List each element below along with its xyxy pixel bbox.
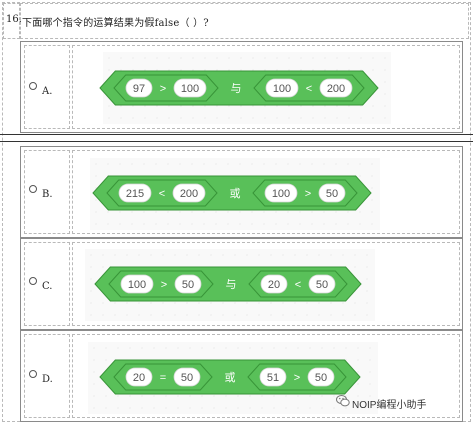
option-d-left-operand-a-pill [125,367,153,387]
option-d-left-operator: = [160,372,166,384]
option-d-right-operand-a-value: 51 [267,372,279,384]
option-c-right-operand-b-pill [308,274,336,294]
option-c-right-operand-b-value: 50 [316,279,328,291]
question-number-cell [3,3,20,39]
option-c-radio[interactable] [29,277,37,285]
option-d-left-operand-b-value: 50 [181,372,193,384]
option-a-content-cell [72,45,460,129]
wechat-icon [336,395,350,407]
option-b-label: B. [42,189,53,200]
option-d-label: D. [42,374,53,385]
option-d-content-cell [72,334,460,418]
option-a-connector: 与 [231,82,242,95]
option-b-connector: 或 [230,187,241,200]
option-c-label-cell [24,242,70,326]
option-c-row [20,238,463,330]
option-a-left-operand-b-pill [173,78,207,98]
question-text-cell [20,3,469,39]
option-c-right-operand-a-pill [260,274,288,294]
option-d-left-operand-b-pill [173,367,201,387]
option-a-label: A. [42,86,53,97]
option-b-left-operand-a-pill [118,183,152,203]
option-b-left-operand-a-value: 215 [126,188,144,200]
option-b-label-cell [24,150,70,234]
option-c-label: C. [42,281,53,292]
option-d-right-operand-a-pill [259,367,287,387]
option-c-right-operator: < [295,279,301,291]
option-a-left-operator: > [160,83,166,95]
option-b-right-operand-a-pill [264,183,298,203]
option-b-radio[interactable] [29,185,37,193]
option-b-right-operand-b-pill [318,183,346,203]
option-a-right-operator: < [306,83,312,95]
option-d-row [20,330,463,422]
option-c-content-cell [72,242,460,326]
option-c-left-operand-b-value: 50 [182,279,194,291]
option-d-connector: 或 [225,371,236,384]
option-b-right-operator: > [305,188,311,200]
option-b-left-operator: < [159,188,165,200]
question-number: 16. [6,14,22,25]
option-c-left-operator: > [161,279,167,291]
option-d-left-operand-a-value: 20 [133,372,145,384]
option-a-left-operand-b-value: 100 [181,83,199,95]
option-a-left-operand-a-pill [125,78,153,98]
option-b-left-operand-b-pill [172,183,206,203]
option-c-connector: 与 [226,278,237,291]
option-c-left-operand-b-pill [174,274,202,294]
option-c-left-operand-a-pill [120,274,154,294]
option-c-right-operand-a-value: 20 [268,279,280,291]
option-a-label-cell [24,45,70,129]
option-b-row [20,146,463,238]
question-text: 下面哪个指令的运算结果为假false（ ）? [22,18,209,29]
option-d-radio[interactable] [29,370,37,378]
option-d-right-operator: > [294,372,300,384]
option-a-right-operand-b-value: 200 [327,83,345,95]
option-a-radio[interactable] [29,82,37,90]
option-b-right-operand-b-value: 50 [326,188,338,200]
option-c-left-operand-a-value: 100 [128,279,146,291]
watermark-text: NOIP编程小助手 [352,400,427,411]
option-a-right-operand-a-pill [265,78,299,98]
option-a-right-operand-b-pill [319,78,353,98]
option-b-content-cell [72,150,460,234]
option-d-right-operand-b-pill [307,367,335,387]
option-a-left-operand-a-value: 97 [133,83,145,95]
option-b-right-operand-a-value: 100 [272,188,290,200]
option-a-row [20,41,463,133]
option-a-right-operand-a-value: 100 [273,83,291,95]
option-d-label-cell [24,334,70,418]
page-break-line [0,134,473,142]
option-d-right-operand-b-value: 50 [315,372,327,384]
option-b-left-operand-b-value: 200 [180,188,198,200]
